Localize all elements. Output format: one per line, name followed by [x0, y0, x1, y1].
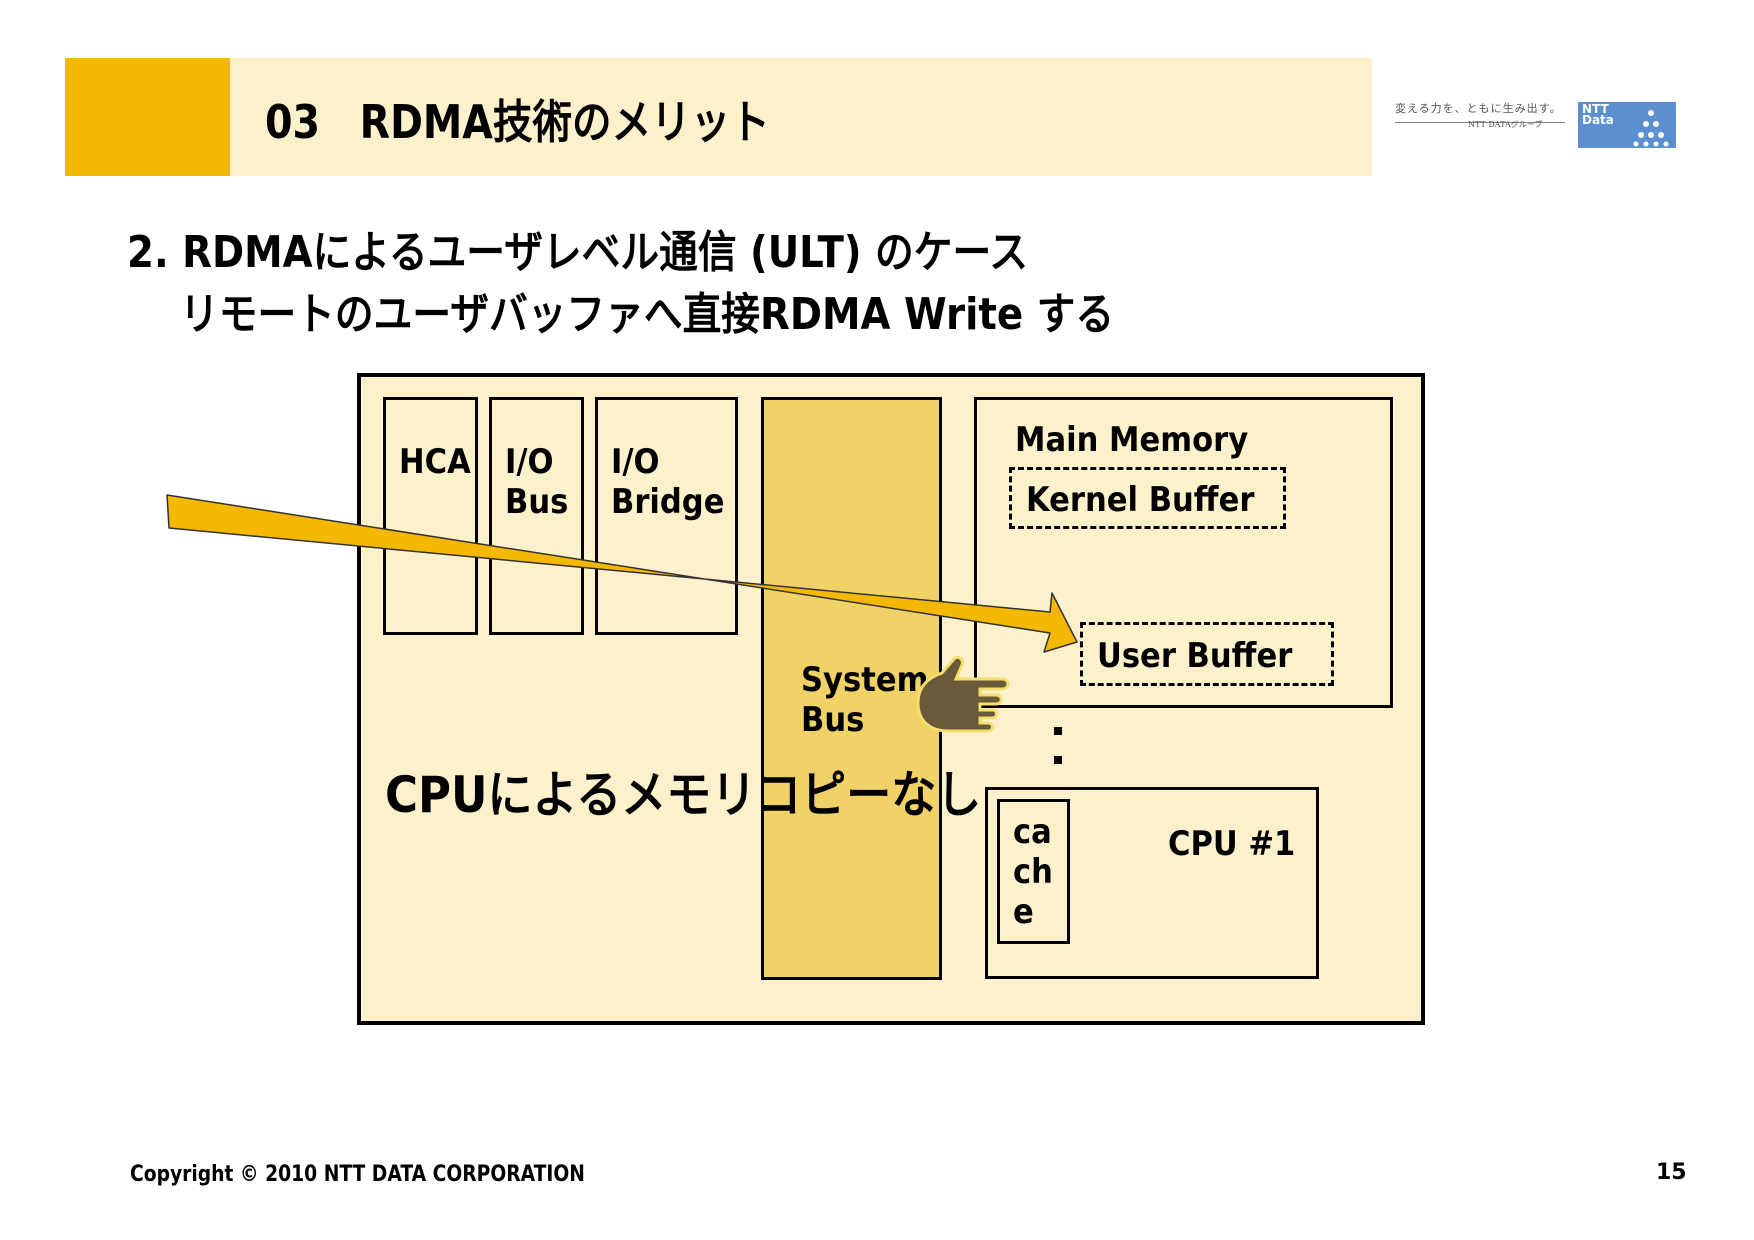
io-bus-label: I/O Bus [505, 442, 569, 522]
user-buffer-label: User Buffer [1097, 636, 1293, 676]
page-number: 15 [1656, 1160, 1687, 1185]
ntt-data-logo [1578, 102, 1676, 148]
kernel-buffer-box: Kernel Buffer [1009, 467, 1286, 529]
io-bus-box: I/O Bus [489, 397, 584, 635]
logo-brand-text: NTT Data [1582, 102, 1614, 127]
io-bridge-box: I/O Bridge [595, 397, 738, 635]
hca-label: HCA [399, 442, 471, 482]
slide-title: 03 RDMA技術のメリット [265, 95, 770, 149]
hca-box: HCA [383, 397, 478, 635]
system-bus-box: System Bus [761, 397, 942, 980]
header-bar [65, 58, 1372, 176]
cache-label: ca ch e [1013, 812, 1053, 932]
ellipsis-dot [1054, 727, 1062, 735]
copyright-text: Copyright © 2010 NTT DATA CORPORATION [130, 1162, 585, 1187]
user-buffer-box: User Buffer [1080, 622, 1334, 686]
pointing-hand-icon [916, 655, 1010, 733]
subtitle-line-2: リモートのユーザバッファへ直接RDMA Write する [180, 289, 1115, 340]
cache-box: ca ch e [997, 799, 1070, 944]
logo-divider [1395, 122, 1565, 123]
kernel-buffer-label: Kernel Buffer [1026, 480, 1255, 520]
main-memory-label: Main Memory [1015, 420, 1249, 460]
cpu-label: CPU #1 [1168, 824, 1296, 864]
no-cpu-copy-note: CPUによるメモリコピーなし [385, 766, 982, 824]
ellipsis-dot [1054, 756, 1062, 764]
main-memory-box: Main Memory [974, 397, 1393, 708]
logo-triangle-icon [1633, 110, 1669, 147]
cpu-box: CPU #1 [985, 787, 1319, 979]
header-accent-block [65, 58, 230, 176]
logo-tagline: 変える力を、ともに生み出す。 [1395, 102, 1562, 115]
io-bridge-label: I/O Bridge [611, 442, 725, 522]
subtitle-line-1: 2. RDMAによるユーザレベル通信 (ULT) のケース [127, 227, 1028, 278]
system-bus-label: System Bus [801, 660, 929, 740]
logo-group-text: NTT DATAグループ [1468, 120, 1543, 129]
